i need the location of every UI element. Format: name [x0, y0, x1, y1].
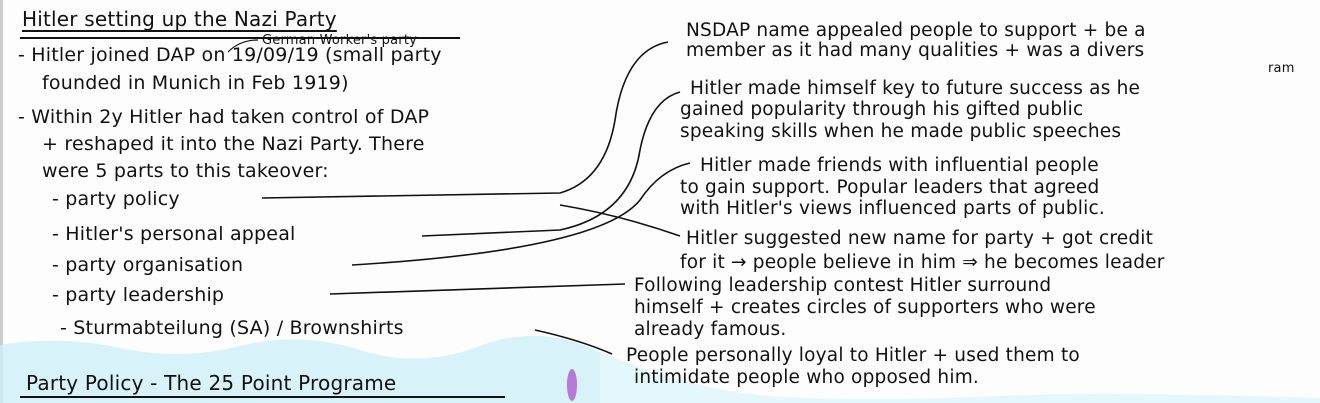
note-line: Hitler made friends with influential peo… [700, 155, 1099, 176]
note-line: Hitler made himself key to future succes… [690, 78, 1141, 99]
text-line: were 5 parts to this takeover: [42, 160, 329, 182]
part-item: - party organisation [52, 254, 244, 276]
text-line: - Hitler joined DAP on 19/09/19 (small p… [18, 44, 442, 66]
connector-organisation [351, 162, 691, 266]
page-title: Hitler setting up the Nazi Party [22, 7, 337, 31]
note-line: with Hitler's views influenced parts of … [680, 198, 1105, 219]
connector-leadership [329, 283, 626, 295]
text-line: - Within 2y Hitler had taken control of … [18, 106, 430, 128]
part-item: - party policy [52, 188, 180, 210]
note-line: NSDAP name appealed people to support + … [686, 20, 1146, 41]
annotation-line [227, 39, 259, 53]
note-line: himself + creates circles of supporters … [634, 297, 1096, 318]
dap-annotation: German Worker's party [262, 33, 418, 48]
text-line: + reshaped it into the Nazi Party. There [42, 133, 425, 155]
note-line: People personally loyal to Hitler + used… [626, 345, 1080, 366]
connector-appeal [421, 91, 681, 237]
next-heading: Party Policy - The 25 Point Programe [26, 371, 397, 395]
note-line: to gain support. Popular leaders that ag… [680, 177, 1100, 198]
connector-policy [261, 41, 669, 199]
connector-sa [534, 329, 613, 355]
part-item: - Hitler's personal appeal [52, 223, 296, 245]
highlight-wave [0, 335, 600, 403]
note-line: Hitler suggested new name for party + go… [686, 228, 1154, 249]
note-line: for it → people believe in him ⇒ he beco… [680, 252, 1165, 273]
note-line: intimidate people who opposed him. [634, 367, 979, 388]
page-edge [0, 0, 3, 403]
note-line: gained popularity through his gifted pub… [680, 99, 1084, 120]
note-line: speaking skills when he made public spee… [680, 121, 1122, 142]
note-line: Following leadership contest Hitler surr… [634, 275, 1052, 296]
connector-rename [559, 204, 681, 237]
highlight-wave-2 [600, 352, 1320, 403]
note-line: already famous. [634, 319, 787, 340]
part-item: - Sturmabteilung (SA) / Brownshirts [60, 317, 404, 339]
purple-mark [567, 369, 577, 401]
note-line: member as it had many qualities + was a … [686, 40, 1145, 61]
text-line: founded in Munich in Feb 1919) [42, 72, 349, 94]
note-line: ram [1268, 61, 1295, 76]
part-item: - party leadership [52, 284, 225, 306]
